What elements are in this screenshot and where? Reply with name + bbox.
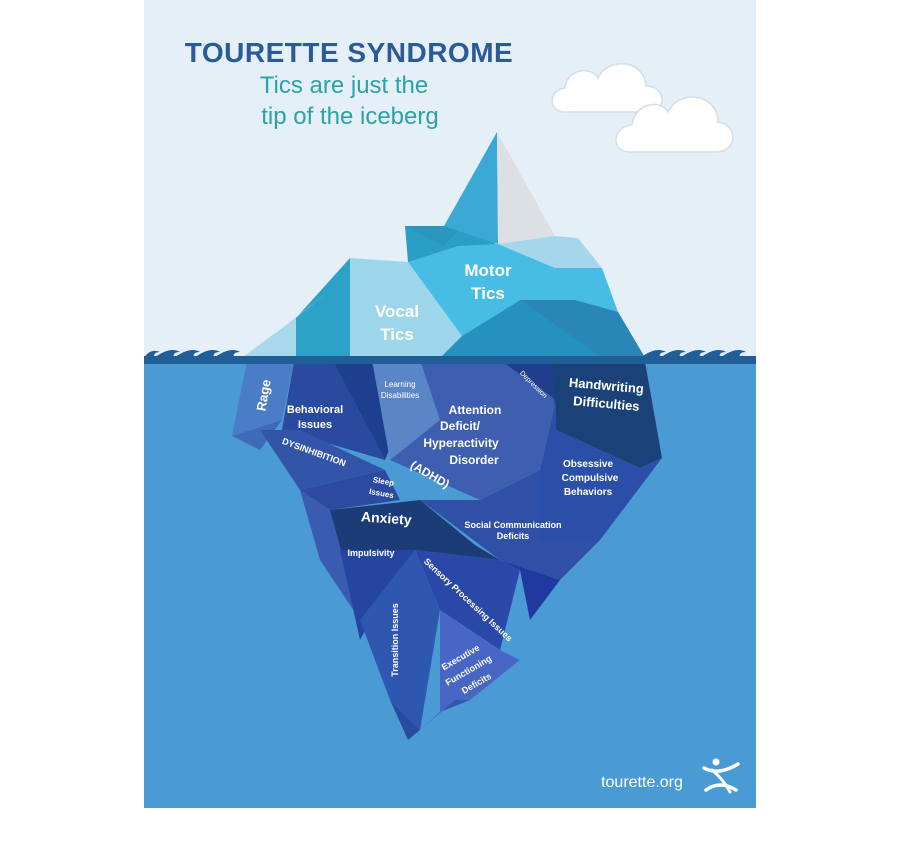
ocb-line-3: Behaviors (564, 487, 613, 498)
ocb-label: Obsessive Compulsive Behaviors (562, 459, 619, 498)
sleep-issues-line-2: Issues (368, 487, 395, 500)
social-communication-label: Social Communication Deficits (464, 520, 561, 541)
adhd-line-3: Hyperactivity (423, 436, 499, 450)
vocal-tics-line-1: Vocal (375, 302, 419, 321)
cloud-icon (551, 63, 734, 153)
learning-disabilities-label: Learning Disabilities (381, 380, 419, 400)
adhd-line-4: Disorder (449, 453, 499, 467)
handwriting-line-1: Handwriting (568, 375, 644, 396)
impulsivity-label: Impulsivity (347, 548, 394, 558)
website-link[interactable]: tourette.org (601, 774, 683, 791)
behavioral-issues-line-1: Behavioral (287, 404, 343, 416)
wave-line (144, 350, 756, 364)
ocb-line-2: Compulsive (562, 473, 619, 484)
iceberg-tip (244, 132, 644, 356)
vocal-tics-label: Vocal Tics (375, 302, 419, 344)
learning-disabilities-line-2: Disabilities (381, 391, 419, 400)
tourette-logo-icon (702, 758, 740, 794)
sleep-issues-label: Sleep Issues (368, 475, 395, 500)
iceberg-underwater (232, 356, 662, 740)
motor-tics-label: Motor Tics (464, 261, 512, 303)
page-title: TOURETTE SYNDROME (185, 37, 513, 68)
rage-label: Rage (253, 378, 273, 412)
subtitle-line-2: tip of the iceberg (261, 103, 438, 130)
sleep-issues-line-1: Sleep (372, 475, 395, 488)
social-communication-line-2: Deficits (497, 531, 530, 541)
ocb-line-1: Obsessive (563, 459, 613, 470)
behavioral-issues-label: Behavioral Issues (287, 404, 343, 431)
vocal-tics-line-2: Tics (380, 325, 414, 344)
motor-tics-line-1: Motor (464, 261, 512, 280)
social-communication-line-1: Social Communication (464, 520, 561, 530)
adhd-line-1: Attention (449, 403, 502, 417)
behavioral-issues-line-2: Issues (298, 419, 332, 431)
adhd-label: Attention Deficit/ Hyperactivity Disorde… (423, 403, 501, 467)
learning-disabilities-line-1: Learning (384, 380, 415, 389)
handwriting-line-2: Difficulties (573, 393, 641, 414)
handwriting-difficulties-label: Handwriting Difficulties (568, 375, 644, 414)
motor-tics-line-2: Tics (471, 284, 505, 303)
anxiety-label: Anxiety (361, 508, 413, 528)
transition-issues-label: Transition Issues (390, 603, 400, 677)
subtitle-line-1: Tics are just the (260, 72, 429, 99)
adhd-line-2: Deficit/ (440, 419, 481, 433)
